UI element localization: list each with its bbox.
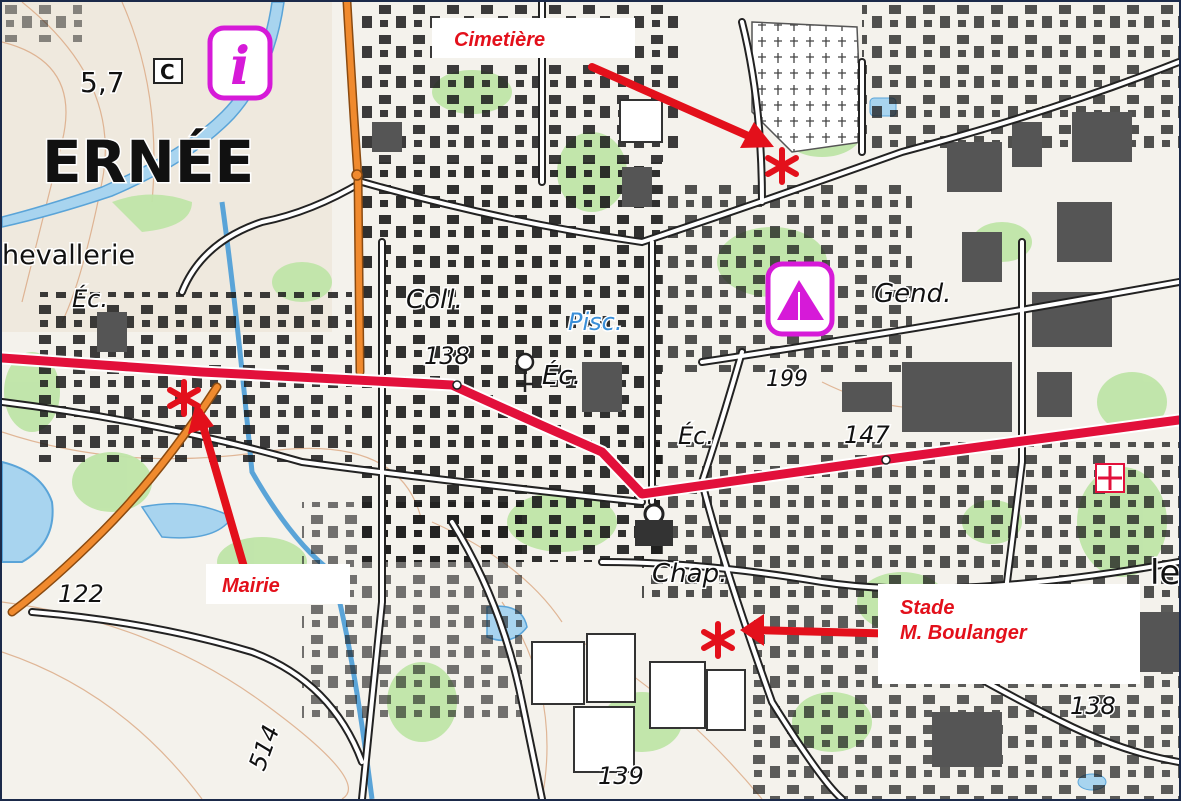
asterisk-marker-mairie xyxy=(167,379,201,417)
tourist-info-icon: i xyxy=(207,25,273,101)
school-label-center: Éc. xyxy=(542,359,581,391)
le-label: le xyxy=(1150,553,1179,593)
hamlet-label: hevallerie xyxy=(2,240,135,271)
elevation-label: 139 xyxy=(598,762,644,790)
arrow-head-stade xyxy=(740,614,764,646)
annotation-cimetiere: Cimetière xyxy=(432,18,635,58)
annotation-label: Mairie xyxy=(222,575,280,597)
annotation-arrows xyxy=(195,63,906,638)
grid-marker-box xyxy=(153,58,183,84)
church-icon xyxy=(635,503,673,546)
water-tower-icon xyxy=(515,352,535,392)
svg-text:i: i xyxy=(230,36,250,97)
annotation-label: Cimetière xyxy=(454,29,546,51)
gendarmerie-label: Gend. xyxy=(874,279,951,309)
elevation-label: 138 xyxy=(424,342,470,370)
town-label: ERNÉE xyxy=(42,127,254,196)
elevation-label: 147 xyxy=(844,421,891,449)
chapel-label: Chap. xyxy=(652,559,727,589)
asterisk-marker-cimetiere xyxy=(765,147,799,185)
pool-label: Pisc. xyxy=(568,308,622,336)
elevation-label: 122 xyxy=(58,580,104,608)
annotation-label-line2: M. Boulanger xyxy=(900,622,1027,644)
school-label-west: Éc. xyxy=(72,284,108,313)
grid-marker-letter: C xyxy=(160,60,175,84)
school-label-east: Éc. xyxy=(678,421,714,450)
arrow-head-mairie xyxy=(188,402,214,434)
sports-fields xyxy=(531,99,746,773)
asterisk-marker-stade xyxy=(701,621,735,659)
camping-icon xyxy=(765,261,835,337)
arrow-head-cimetiere xyxy=(740,122,774,148)
annotation-mairie: Mairie xyxy=(206,564,350,604)
grid-distance-label: 5,7 xyxy=(80,66,125,99)
annotation-label-line1: Stade xyxy=(900,597,955,619)
annotation-stade: Stade M. Boulanger xyxy=(878,584,1140,684)
elevation-label: 138 xyxy=(1070,692,1116,720)
hospital-cross-icon xyxy=(1095,463,1125,493)
elevation-label: 199 xyxy=(766,367,808,392)
college-label: Coll. xyxy=(406,285,463,315)
